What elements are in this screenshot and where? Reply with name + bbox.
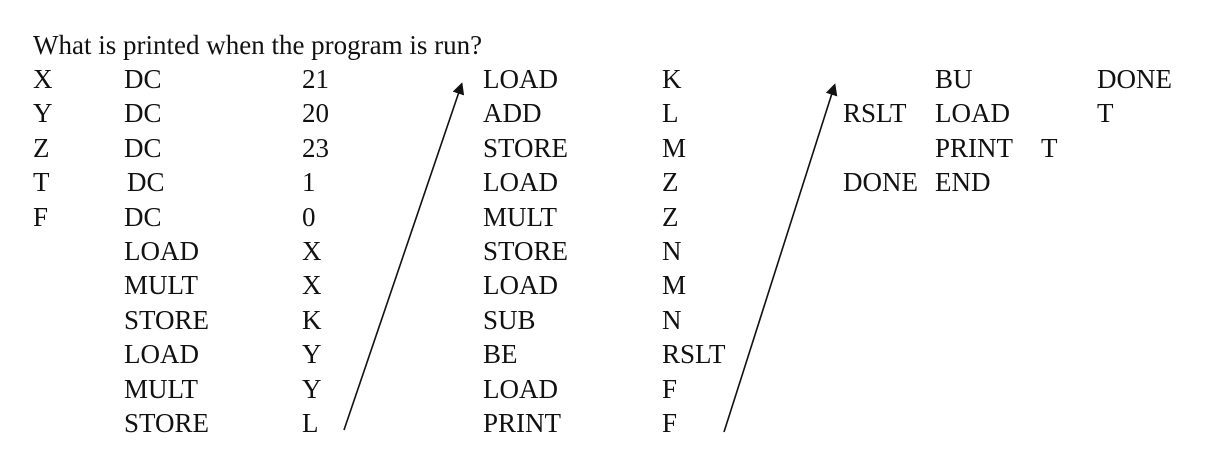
program-cell: Y <box>302 373 322 404</box>
column-label: X Y Z T F <box>33 62 53 234</box>
program-cell: STORE <box>483 132 569 163</box>
program-cell: RSLT <box>843 98 907 129</box>
program-cell <box>1041 62 1058 96</box>
program-cell: RSLT <box>662 339 726 370</box>
program-cell: Y <box>302 339 322 370</box>
program-cell: LOAD <box>483 270 558 301</box>
program-cell: F <box>33 201 49 232</box>
program-cell: DC <box>124 201 162 232</box>
program-cell: END <box>935 167 991 198</box>
program-cell: DC <box>124 64 162 94</box>
program-cell: 1 <box>302 167 316 198</box>
program-cell: DC <box>127 167 165 198</box>
program-cell: SUB <box>483 304 536 335</box>
program-cell: MULT <box>124 270 199 301</box>
program-cell: BE <box>483 339 518 370</box>
program-cell: X <box>302 270 322 301</box>
program-cell: X <box>302 235 322 266</box>
program-cell: DONE <box>843 167 918 198</box>
program-cell: Z <box>662 167 679 198</box>
program-cell: M <box>662 132 687 163</box>
program-cell: F <box>662 407 678 438</box>
program-cell <box>843 62 918 96</box>
program-cell: LOAD <box>483 64 558 94</box>
program-cell: 0 <box>302 201 316 232</box>
question-text: What is printed when the program is run? <box>33 30 483 60</box>
program-cell: L <box>302 407 319 438</box>
column-operand-2: K L M Z Z N M N RSLT F F <box>662 62 726 440</box>
program-cell: MULT <box>483 201 558 232</box>
program-cell: T <box>1041 132 1058 163</box>
continuation-arrow-1 <box>343 82 465 431</box>
program-cell: K <box>662 64 682 94</box>
program-cell: Z <box>662 201 679 232</box>
program-cell: PRINT <box>935 132 1014 163</box>
program-cell: STORE <box>483 235 569 266</box>
program-cell: BU <box>935 64 973 94</box>
program-cell <box>843 131 918 165</box>
program-cell: N <box>662 304 682 335</box>
program-cell: DC <box>124 132 162 163</box>
program-cell: Y <box>33 98 53 129</box>
column-opcode-3: BU LOAD PRINT END <box>935 62 1013 200</box>
continuation-arrow-2 <box>723 83 838 433</box>
program-cell: LOAD <box>124 339 199 370</box>
program-cell: L <box>662 98 679 129</box>
column-operand-3b: DONE T <box>1097 62 1172 131</box>
column-opcode-2: LOAD ADD STORE LOAD MULT STORE LOAD SUB … <box>483 62 568 440</box>
program-cell: MULT <box>124 373 199 404</box>
program-cell: K <box>302 304 322 335</box>
program-cell <box>1041 96 1058 130</box>
program-cell: ADD <box>483 98 542 129</box>
program-cell: STORE <box>124 304 210 335</box>
program-cell: X <box>33 64 53 94</box>
program-cell: 23 <box>302 132 329 163</box>
program-cell: T <box>1097 98 1114 129</box>
program-cell: N <box>662 235 682 266</box>
program-cell: DC <box>124 98 162 129</box>
program-cell: F <box>662 373 678 404</box>
program-cell: DONE <box>1097 64 1172 94</box>
column-opcode-1: DC DC DC DC DC LOAD MULT STORE LOAD MULT… <box>124 62 209 440</box>
program-cell: 20 <box>302 98 329 129</box>
program-cell: STORE <box>124 407 210 438</box>
program-cell: PRINT <box>483 407 562 438</box>
program-cell: LOAD <box>483 167 558 198</box>
column-operand-1: 21 20 23 1 0 X X K Y Y L <box>302 62 329 440</box>
program-cell: 21 <box>302 64 329 94</box>
column-label-3: RSLT DONE <box>843 62 918 200</box>
column-operand-3a: T <box>1041 62 1058 165</box>
program-cell: Z <box>33 132 50 163</box>
program-cell: LOAD <box>124 235 199 266</box>
program-cell: LOAD <box>935 98 1010 129</box>
program-cell: LOAD <box>483 373 558 404</box>
program-cell: T <box>33 167 50 198</box>
program-cell: M <box>662 270 687 301</box>
